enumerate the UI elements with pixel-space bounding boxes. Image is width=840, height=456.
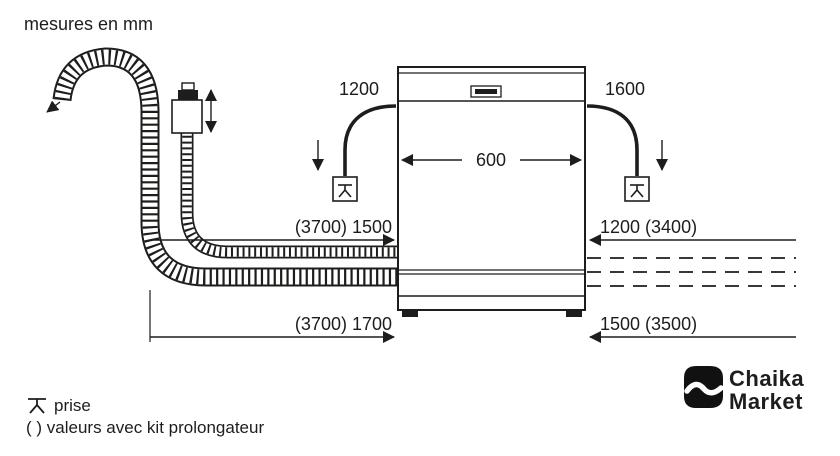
supply-hose [180, 130, 400, 259]
drain-outlet-arrow [46, 100, 61, 113]
dishwasher [397, 66, 586, 317]
foot-right [566, 310, 582, 317]
dim-cable-right-label: 1600 [605, 79, 645, 99]
dim-mid-left-label: (3700) 1500 [295, 217, 392, 237]
legend-kit-label: ( ) valeurs avec kit prolongateur [26, 418, 264, 437]
control-display [470, 85, 502, 98]
chaika-logo-icon [684, 366, 724, 408]
legend-prise-label: prise [54, 396, 91, 415]
dim-bottom-left-label: (3700) 1700 [295, 314, 392, 334]
drain-hose [46, 47, 400, 287]
dimension-lines [150, 234, 796, 343]
prise-icon [28, 398, 46, 414]
dim-bottom-right-label: 1500 (3500) [600, 314, 697, 334]
power-cable-left [343, 104, 397, 176]
logo-line2: Market [729, 389, 803, 414]
water-tap [171, 82, 217, 134]
power-plug-icon-right [624, 176, 650, 202]
power-cable-right [586, 104, 639, 176]
dimension-width: 600 [401, 148, 582, 171]
units-note: mesures en mm [24, 14, 153, 34]
dim-width-label: 600 [476, 150, 506, 170]
dashed-extension-lines [587, 257, 796, 287]
dim-mid-right-label: 1200 (3400) [600, 217, 697, 237]
foot-left [402, 310, 418, 317]
logo-line1: Chaika [729, 366, 804, 391]
tap-cap [181, 82, 195, 91]
tap-fitting [178, 90, 198, 100]
power-plug-icon-left [332, 176, 358, 202]
dim-cable-left-label: 1200 [339, 79, 379, 99]
